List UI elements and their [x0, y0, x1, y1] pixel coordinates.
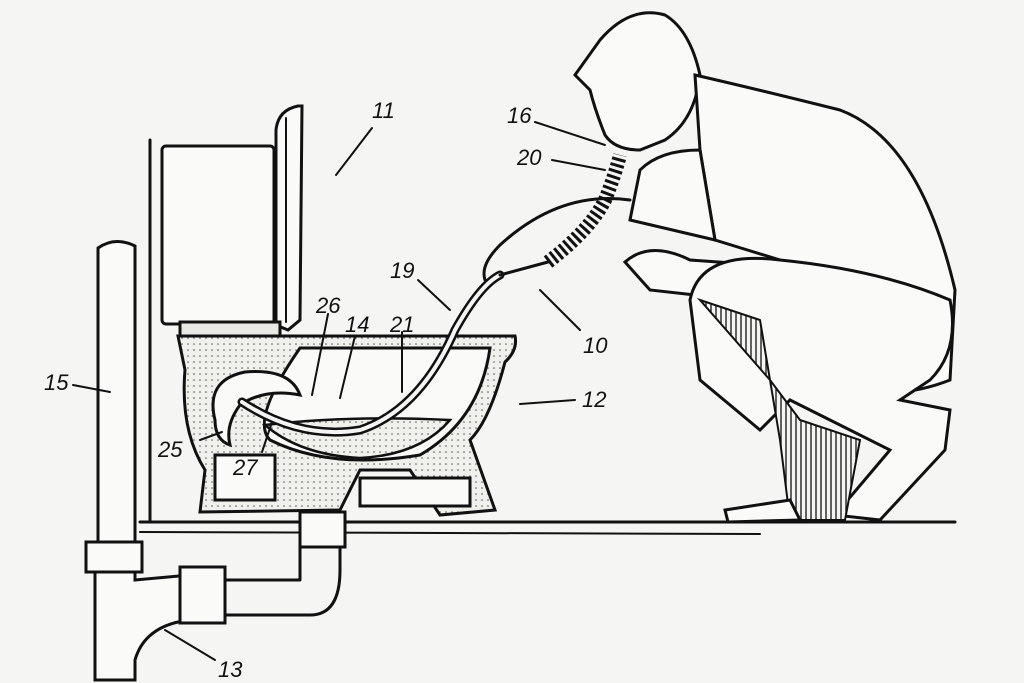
hose: [237, 153, 627, 437]
label-15: 15: [44, 370, 69, 395]
label-27: 27: [233, 455, 258, 480]
label-20: 20: [517, 145, 542, 170]
label-26: 26: [316, 293, 341, 318]
label-11: 11: [372, 98, 395, 123]
label-16: 16: [507, 103, 532, 128]
drain-stack-pipe: [84, 240, 342, 682]
wall-floor: [138, 138, 957, 535]
label-14: 14: [345, 312, 370, 337]
label-19: 19: [390, 258, 415, 283]
label-13: 13: [218, 657, 243, 682]
label-12: 12: [582, 387, 607, 412]
man-figure: [482, 11, 957, 524]
leader-lines: [72, 121, 606, 661]
label-25: 25: [158, 437, 183, 462]
toilet-tank: [160, 104, 304, 338]
label-10: 10: [583, 333, 608, 358]
label-21: 21: [390, 312, 415, 337]
